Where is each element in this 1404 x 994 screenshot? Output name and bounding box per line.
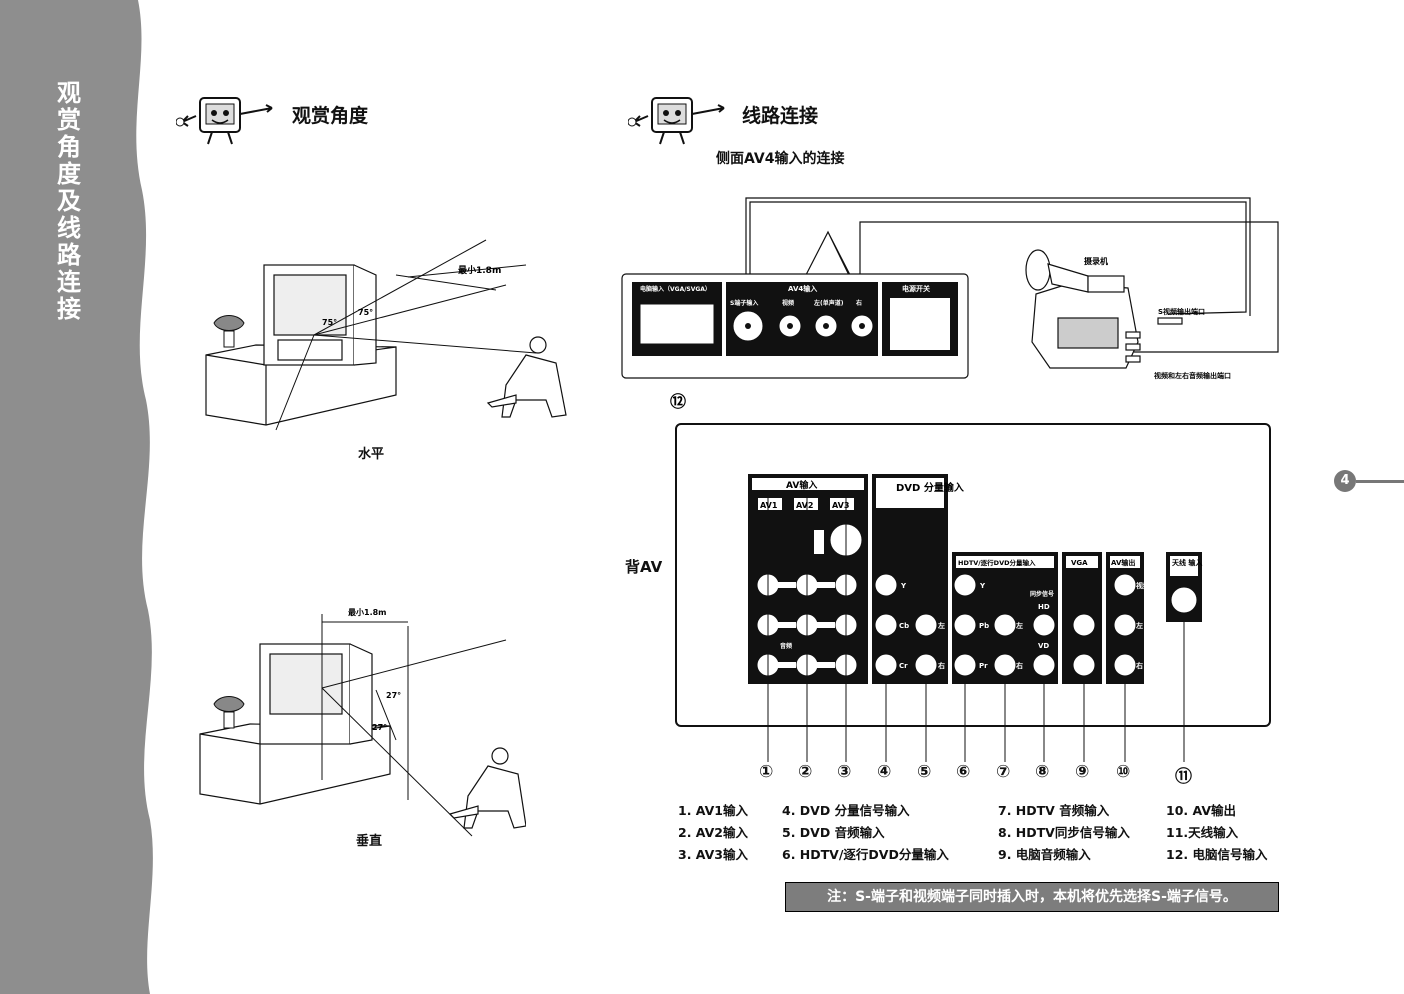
sidebar-title: 观赏角度及线路连接	[57, 79, 81, 323]
marker-5: ⑤	[917, 762, 932, 782]
dvd-component-label: DVD 分量输入	[896, 481, 964, 494]
marker-4: ④	[877, 762, 892, 782]
horizontal-angle-a: 75°	[358, 308, 373, 317]
mascot-icon	[628, 97, 725, 145]
rear-av-panel-diagram: AV输入 AV1 AV2 AV3 DVD 分量输入 HDTV/逐行DVD分量输入…	[675, 423, 1271, 762]
connection-subtitle: 侧面AV4输入的连接	[716, 151, 845, 167]
vga-label: VGA	[1071, 559, 1088, 567]
legend-item: 8. HDTV同步信号输入	[998, 825, 1130, 840]
hdtv-left-label: 左	[1015, 621, 1023, 630]
marker-10: ⑩	[1116, 762, 1131, 782]
legend-item: 6. HDTV/逐行DVD分量输入	[782, 847, 949, 862]
right-audio-jack-label: 右	[855, 299, 862, 307]
av2-label: AV2	[796, 501, 813, 510]
hdtv-component-label: HDTV/逐行DVD分量输入	[958, 558, 1036, 567]
rear-av-label: 背AV	[625, 558, 663, 576]
connection-title: 线路连接	[742, 105, 819, 127]
marker-11: ⑪	[1175, 767, 1192, 787]
hd-label: HD	[1038, 603, 1050, 611]
vertical-viewing-diagram: 最小1.8m 27° 27°	[199, 607, 526, 837]
legend-item: 3. AV3输入	[678, 847, 748, 862]
av-audio-label: 音频	[780, 642, 792, 650]
av4-input-label: AV4输入	[788, 284, 817, 293]
av1-label: AV1	[760, 501, 778, 510]
hdtv-pb-label: Pb	[979, 622, 989, 630]
dvd-left-label: 左	[937, 621, 945, 630]
av-out-left-label: 左	[1135, 621, 1143, 630]
page-number: 4	[1334, 470, 1356, 492]
pc-input-label: 电脑输入（VGA/SVGA）	[640, 285, 711, 293]
av3-label: AV3	[832, 501, 849, 510]
legend-item: 2. AV2输入	[678, 825, 748, 840]
s-video-priority-note: 注：S-端子和视频端子同时插入时，本机将优先选择S-端子信号。	[785, 882, 1279, 912]
camcorder-av-port-label: 视频和左右音频输出端口	[1154, 371, 1231, 380]
left-audio-jack-label: 左(单声道)	[813, 299, 844, 307]
legend-item: 12. 电脑信号输入	[1166, 847, 1268, 862]
legend-item: 7. HDTV 音频输入	[998, 803, 1110, 818]
video-jack-label: 视频	[782, 299, 794, 307]
vertical-caption: 垂直	[356, 834, 383, 849]
marker-7: ⑦	[996, 762, 1011, 782]
dvd-right-label: 右	[937, 661, 945, 670]
hdtv-pr-label: Pr	[979, 662, 988, 670]
dvd-y-label: Y	[900, 582, 907, 590]
marker-2: ②	[798, 762, 813, 782]
horizontal-caption: 水平	[358, 447, 385, 462]
power-switch-label: 电源开关	[902, 284, 930, 293]
antenna-input-label: 天线 输入	[1172, 558, 1202, 567]
vertical-angle-b: 27°	[372, 723, 387, 732]
legend-col-2: 4. DVD 分量信号输入 5. DVD 音频输入 6. HDTV/逐行DVD分…	[782, 800, 992, 866]
camcorder-label: 摄录机	[1084, 256, 1108, 266]
horizontal-viewing-diagram: 最小1.8m 75° 75°	[205, 239, 567, 431]
vertical-distance-label: 最小1.8m	[348, 607, 387, 617]
s-video-jack-label: S端子输入	[730, 299, 758, 307]
legend-item: 4. DVD 分量信号输入	[782, 803, 910, 818]
av-output-label: AV输出	[1111, 558, 1135, 567]
horizontal-angle-b: 75°	[322, 318, 337, 327]
hdtv-y-label: Y	[979, 582, 986, 590]
vd-label: VD	[1038, 642, 1049, 650]
page-number-rule	[1356, 480, 1404, 483]
legend-col-4: 10. AV输出 11.天线输入 12. 电脑信号输入	[1166, 800, 1286, 866]
camcorder-s-port-label: S视频输出端口	[1158, 307, 1205, 316]
horizontal-distance-label: 最小1.8m	[458, 264, 501, 276]
legend-col-1: 1. AV1输入 2. AV2输入 3. AV3输入	[678, 800, 778, 866]
marker-6: ⑥	[956, 762, 971, 782]
marker-12: ⑫	[670, 392, 686, 411]
legend-item: 9. 电脑音频输入	[998, 847, 1091, 862]
rear-markers: ① ② ③ ④ ⑤ ⑥ ⑦ ⑧ ⑨ ⑩ ⑪	[0, 762, 1404, 787]
marker-3: ③	[837, 762, 852, 782]
av-input-label: AV输入	[786, 479, 817, 491]
av-out-video-label: 视频	[1136, 581, 1150, 590]
legend-item: 1. AV1输入	[678, 803, 748, 818]
vertical-angle-a: 27°	[386, 691, 401, 700]
legend-item: 11.天线输入	[1166, 825, 1239, 840]
sync-signal-label: 同步信号	[1030, 590, 1054, 598]
mascot-icon	[176, 97, 273, 145]
legend-item: 5. DVD 音频输入	[782, 825, 885, 840]
av-out-right-label: 右	[1135, 661, 1143, 670]
marker-9: ⑨	[1075, 762, 1090, 782]
dvd-cb-label: Cb	[899, 622, 909, 630]
marker-8: ⑧	[1035, 762, 1050, 782]
legend-col-3: 7. HDTV 音频输入 8. HDTV同步信号输入 9. 电脑音频输入	[998, 800, 1163, 866]
marker-1: ①	[759, 762, 774, 782]
sidebar-wave	[0, 0, 153, 994]
side-av-panel-diagram: 电脑输入（VGA/SVGA） AV4输入 S端子输入 视频 左(单声道) 右 电…	[621, 197, 1279, 411]
dvd-cr-label: Cr	[899, 662, 908, 670]
viewing-angle-title: 观赏角度	[292, 105, 369, 127]
hdtv-right-label: 右	[1015, 661, 1023, 670]
legend-item: 10. AV输出	[1166, 803, 1236, 818]
